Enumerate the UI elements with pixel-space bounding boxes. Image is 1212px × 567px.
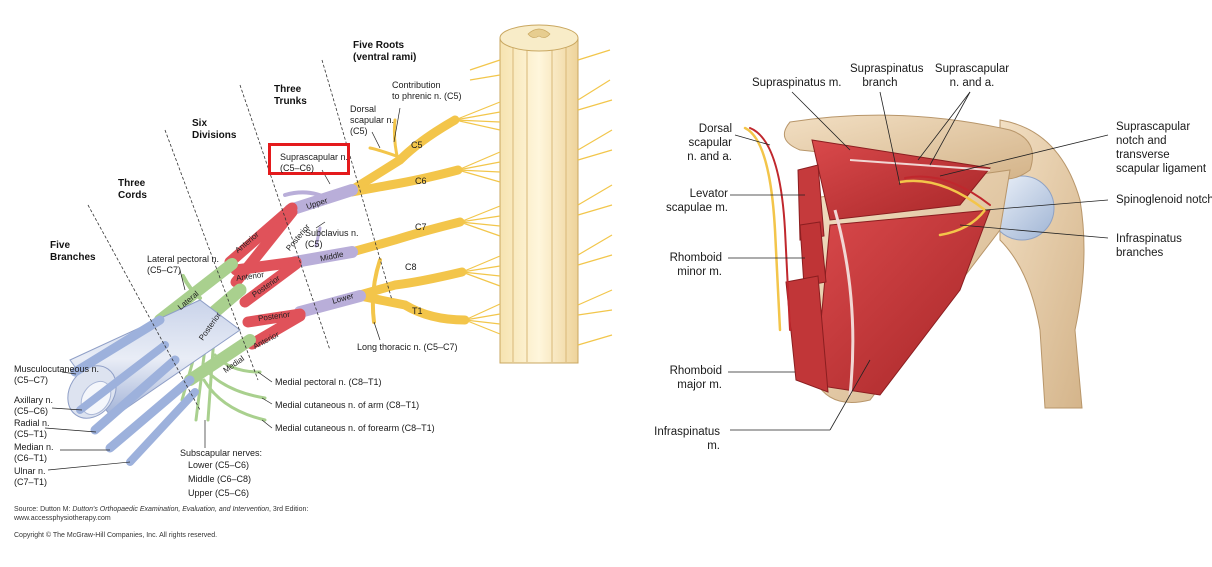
leader-lines-left <box>44 107 401 471</box>
label-long-thoracic-nerve: Long thoracic n. (C5–C7) <box>357 342 458 352</box>
label-suprascapular-nerve: Suprascapular n. (C5–C6) <box>280 152 349 173</box>
header-three-cords: Three Cords <box>118 178 147 201</box>
label-subscapular-nerves: Subscapular nerves: <box>180 448 263 458</box>
root-label-c8: C8 <box>405 262 417 272</box>
label-lateral-pectoral-nerve: Lateral pectoral n. (C5–C7) <box>147 254 220 275</box>
root-label-c7: C7 <box>415 222 427 232</box>
root-label-t1: T1 <box>412 306 423 316</box>
source-prefix: Source: Dutton M: <box>14 506 73 513</box>
spinal-cord <box>499 24 579 364</box>
label-infraspinatus-branches: Infraspinatus branches <box>1116 233 1182 259</box>
label-medial-cutaneous-arm: Medial cutaneous n. of arm (C8–T1) <box>275 400 420 410</box>
label-ulnar-nerve: Ulnar n. (C7–T1) <box>14 466 48 487</box>
source-title: Dutton's Orthopaedic Examination, Evalua… <box>72 506 270 513</box>
level-dividers <box>87 59 393 411</box>
label-dorsal-scapular-nerve-artery: Dorsal scapular n. and a. <box>687 123 732 163</box>
copyright: Copyright © The McGraw-Hill Companies, I… <box>14 532 218 539</box>
label-subscapular-middle: Middle (C6–C8) <box>188 474 252 484</box>
header-five-roots: Five Roots (ventral rami) <box>353 40 417 63</box>
header-three-trunks: Three Trunks <box>274 84 307 107</box>
highlight-box <box>268 143 350 175</box>
nerve-roots <box>347 115 470 325</box>
nerve-trunks <box>283 184 366 318</box>
label-suprascapular-nerve-artery: Suprascapular n. and a. <box>934 63 1010 89</box>
suprascapular-vessels <box>743 126 991 332</box>
label-contribution-phrenic: Contribution to phrenic n. (C5) <box>392 80 462 101</box>
label-infraspinatus-muscle: Infraspinatus m. <box>654 426 720 452</box>
rootlets <box>454 49 613 346</box>
root-label-c6: C6 <box>415 176 427 186</box>
label-rhomboid-major: Rhomboid major m. <box>669 365 722 391</box>
label-levator-scapulae: Levator scapulae m. <box>665 188 728 214</box>
label-radial-nerve: Radial n. (C5–T1) <box>14 418 50 439</box>
nerve-divisions <box>224 202 306 350</box>
leader-lines-right <box>728 91 1109 431</box>
label-supraspinatus-branch: Supraspinatus branch <box>850 63 924 89</box>
label-dorsal-scapular-nerve: Dorsal scapular n. (C5) <box>350 104 395 136</box>
source-suffix: , 3rd Edition: <box>269 506 309 513</box>
label-supraspinatus-muscle: Supraspinatus m. <box>752 77 842 89</box>
label-subscapular-upper: Upper (C5–C6) <box>188 488 250 498</box>
label-spinoglenoid-notch: Spinoglenoid notch <box>1116 194 1212 206</box>
terminal-branches <box>70 315 199 466</box>
label-median-nerve: Median n. (C6–T1) <box>14 442 54 463</box>
header-six-divisions: Six Divisions <box>192 118 237 141</box>
label-medial-pectoral-nerve: Medial pectoral n. (C8–T1) <box>275 377 382 387</box>
label-suprascapular-notch: Suprascapular notch and transverse scapu… <box>1116 121 1207 175</box>
label-musculocutaneous-nerve: Musculocutaneous n. (C5–C7) <box>14 364 100 385</box>
source-citation: Source: Dutton M: Dutton's Orthopaedic E… <box>14 506 308 513</box>
header-five-branches: Five Branches <box>50 240 96 263</box>
root-label-c5: C5 <box>411 140 423 150</box>
label-subscapular-lower: Lower (C5–C6) <box>188 460 250 470</box>
scapular-muscles <box>785 139 991 396</box>
label-subclavius-nerve: Subclavius n. (C5) <box>305 228 359 249</box>
label-axillary-nerve: Axillary n. (C5–C6) <box>14 395 54 416</box>
source-url[interactable]: www.accessphysiotherapy.com <box>14 515 111 522</box>
label-rhomboid-minor: Rhomboid minor m. <box>669 252 722 278</box>
label-medial-cutaneous-forearm: Medial cutaneous n. of forearm (C8–T1) <box>275 423 435 433</box>
